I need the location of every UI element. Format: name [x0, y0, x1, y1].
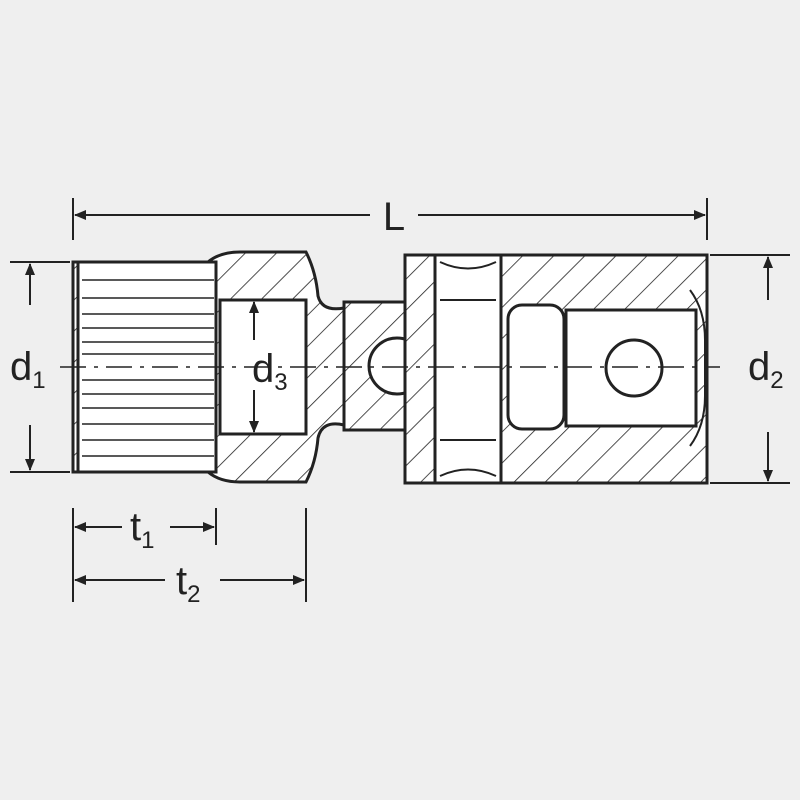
- label-d1: d1: [10, 345, 46, 394]
- bore-fluting: [82, 279, 214, 457]
- label-t2: t2: [176, 559, 200, 608]
- socket-bore: [76, 260, 218, 474]
- yoke-slot: [433, 253, 503, 485]
- ball-detent: [604, 338, 664, 398]
- dimension-lines: [10, 198, 790, 602]
- label-d2: d2: [748, 345, 784, 394]
- socket-body: [71, 250, 346, 484]
- drive-body: [403, 253, 709, 485]
- label-t1: t1: [130, 505, 154, 554]
- label-d3: d3: [252, 347, 288, 396]
- label-L: L: [383, 195, 405, 239]
